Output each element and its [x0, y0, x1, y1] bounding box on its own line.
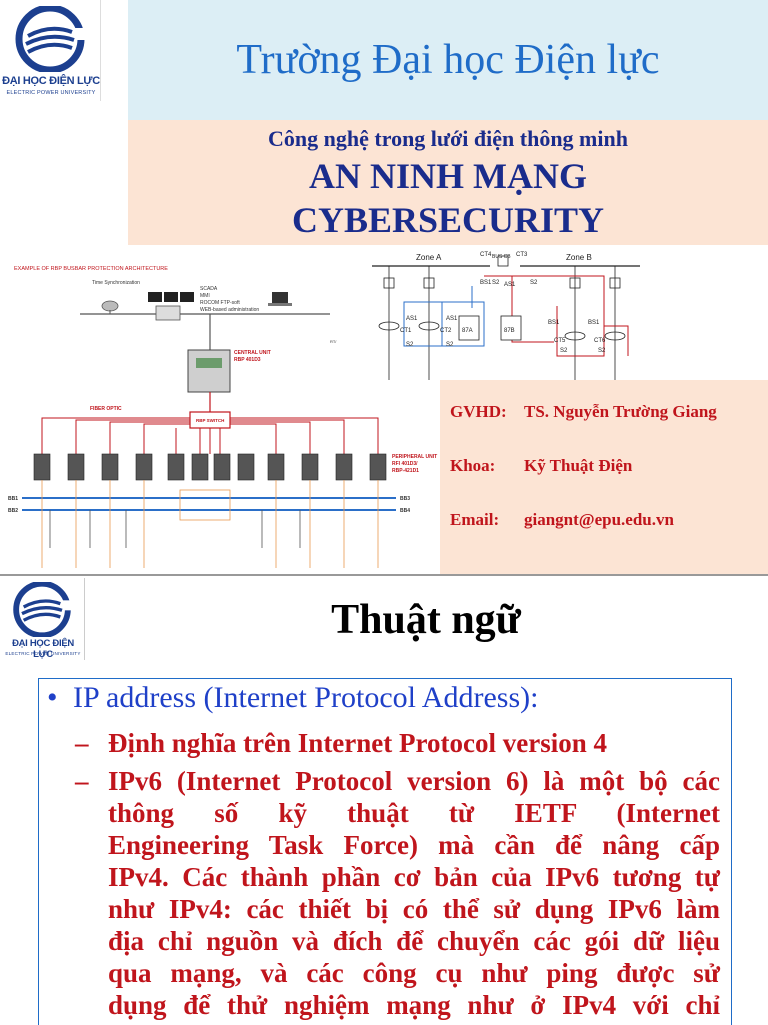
time-sync-label: Time Synchronization — [92, 280, 140, 286]
sub-item-2-line-3: Engineering Task Force) mà cần để nâng c… — [108, 830, 720, 860]
sub-item-2-line-7: qua mạng, và các công cụ như ping được s… — [108, 958, 720, 988]
sub-item-2-text: IPv6 (Internet Protocol version 6) là mộ… — [108, 766, 720, 796]
topic-line1: AN NINH MẠNG — [309, 156, 587, 196]
svg-text:87B: 87B — [504, 328, 515, 334]
dash-marker: – — [75, 766, 89, 796]
svg-text:BS1: BS1 — [480, 280, 492, 286]
content-box: • IP address (Internet Protocol Address):… — [38, 678, 732, 1025]
switch-label: RBP SWITCH — [196, 418, 224, 423]
slide-divider — [0, 574, 768, 576]
peripheral-unit-model2: RBP-421D1 — [392, 468, 419, 474]
svg-text:S2: S2 — [406, 342, 414, 348]
zone-protection-diagram: Zone A Zone B CT4 BUS CB CT3 BS1 S2 AS1 … — [372, 252, 640, 380]
scada-line-1: SCADA — [200, 286, 218, 292]
info-faculty: Khoa:Kỹ Thuật Điện — [450, 456, 633, 475]
satellite-dish-icon — [101, 300, 119, 314]
svg-text:CT2: CT2 — [440, 328, 452, 334]
svg-text:CT5: CT5 — [554, 338, 566, 344]
bullet-text: IP address (Internet Protocol Address): — [73, 681, 539, 714]
svg-text:BUS CB: BUS CB — [492, 254, 511, 260]
svg-text:87A: 87A — [462, 328, 473, 334]
course-name: Công nghệ trong lưới điện thông minh — [268, 126, 628, 151]
svg-text:AS1: AS1 — [406, 316, 418, 322]
svg-text:AS1: AS1 — [504, 282, 516, 288]
info-instructor: GVHD:TS. Nguyễn Trường Giang — [450, 402, 717, 421]
sub-item-2: – IPv6 (Internet Protocol version 6) là … — [75, 765, 731, 798]
svg-text:RT/: RT/ — [330, 339, 337, 344]
slide-heading: Thuật ngữ — [331, 597, 521, 643]
svg-text:S2: S2 — [492, 280, 500, 286]
sub-item-2-line-5: như IPv4: các thiết bị có thể sử dụng IP… — [108, 894, 720, 924]
svg-text:S2: S2 — [530, 280, 538, 286]
svg-text:BS1: BS1 — [588, 320, 600, 326]
busbar-bb2: BB2 — [8, 508, 18, 514]
bullet-item: • IP address (Internet Protocol Address): — [47, 681, 538, 715]
logo-subtitle: ELECTRIC POWER UNIVERSITY — [5, 651, 81, 656]
logo-name: ĐẠI HỌC ĐIỆN LỰC — [12, 638, 74, 660]
svg-text:BS1: BS1 — [548, 320, 560, 326]
busbar-bb3: BB3 — [400, 496, 410, 502]
sub-item-2-line-4: IPv4. Các thành phần cơ bản của IPv6 tươ… — [108, 862, 720, 892]
central-unit-label: CENTRAL UNIT — [234, 350, 271, 356]
dash-marker: – — [75, 728, 89, 758]
bullet-dot: • — [47, 681, 58, 714]
scada-line-3: ROCOM FTP-soft — [200, 300, 240, 306]
svg-text:S2: S2 — [446, 342, 454, 348]
busbar-protection-diagram: EXAMPLE OF RBP BUSBAR PROTECTION ARCHITE… — [8, 266, 437, 568]
busbar-bb4: BB4 — [400, 508, 410, 514]
instructor-info-box: GVHD:TS. Nguyễn Trường Giang Khoa:Kỹ Thu… — [440, 380, 768, 575]
svg-text:S2: S2 — [560, 348, 568, 354]
svg-text:S2: S2 — [598, 348, 606, 354]
scada-line-4: WEB-based administration — [200, 307, 259, 313]
central-unit-model: RBP 401D3 — [234, 357, 261, 363]
sub-item-2-line-6: địa chỉ nguồn và đích để chuyển các gói … — [108, 926, 720, 956]
subtitle-banner: Công nghệ trong lưới điện thông minh AN … — [128, 120, 768, 245]
peripheral-unit-model1: RFI 401D3/ — [392, 461, 418, 467]
busbar-bb1: BB1 — [8, 496, 18, 502]
svg-text:CT4: CT4 — [480, 252, 492, 258]
svg-text:CT6: CT6 — [594, 338, 606, 344]
laptop-icon — [268, 292, 292, 306]
sub-item-2-line-8: dụng để thử nghiệm mạng như ở IPv4 với c… — [108, 990, 720, 1020]
sub-item-1: – Định nghĩa trên Internet Protocol vers… — [75, 727, 731, 760]
zone-b-label: Zone B — [566, 253, 592, 262]
peripheral-unit-label: PERIPHERAL UNIT — [392, 454, 437, 460]
fiber-optic-label: FIBER OPTIC — [90, 406, 122, 412]
diagram-caption: EXAMPLE OF RBP BUSBAR PROTECTION ARCHITE… — [14, 266, 168, 272]
university-logo-2: ĐẠI HỌC ĐIỆN LỰC ELECTRIC POWER UNIVERSI… — [0, 578, 85, 660]
sub-item-1-text: Định nghĩa trên Internet Protocol versio… — [108, 728, 607, 758]
university-logo: ĐẠI HỌC ĐIỆN LỰC ELECTRIC POWER UNIVERSI… — [0, 0, 101, 101]
zone-a-label: Zone A — [416, 253, 442, 262]
topic-line2: CYBERSECURITY — [291, 200, 605, 240]
svg-text:CT1: CT1 — [400, 328, 412, 334]
svg-text:AS1: AS1 — [446, 316, 458, 322]
scada-line-2: MMI — [200, 293, 210, 299]
svg-text:CT3: CT3 — [516, 252, 528, 258]
slide-title: Trường Đại học Điện lực — [236, 37, 660, 83]
info-email: Email:giangnt@epu.edu.vn — [450, 510, 674, 529]
logo-name: ĐẠI HỌC ĐIỆN LỰC — [2, 75, 100, 87]
title-banner: Trường Đại học Điện lực — [128, 0, 768, 120]
university-logo-icon — [13, 582, 72, 637]
university-logo-icon — [15, 6, 86, 72]
sub-item-2-line-2: thông số kỹ thuật từ IETF (Internet — [108, 798, 720, 828]
logo-subtitle: ELECTRIC POWER UNIVERSITY — [6, 90, 96, 96]
scada-monitors-icon — [148, 292, 194, 321]
